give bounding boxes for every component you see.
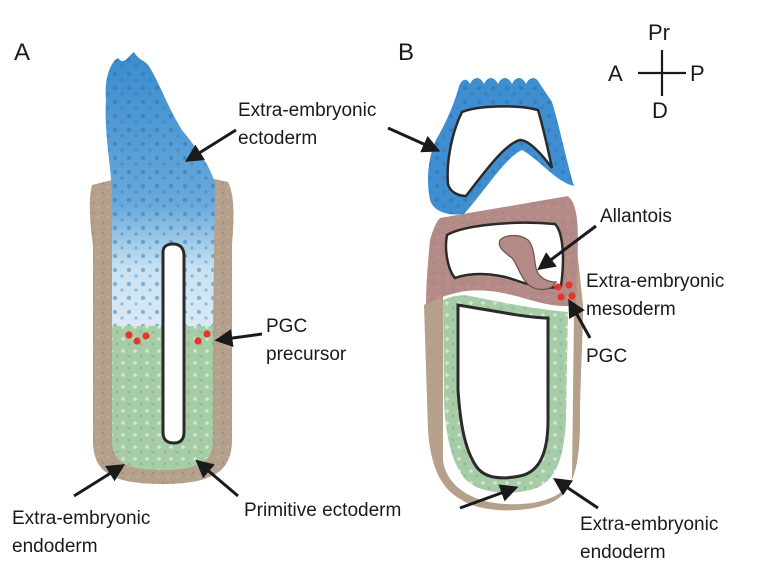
orientation-cross: Pr A P D <box>608 20 705 123</box>
label-pgc: PGC <box>586 346 627 367</box>
embryo-a <box>90 52 234 484</box>
label-extra-embryonic-mesoderm: Extra-embryonic mesoderm <box>586 271 730 320</box>
arrow-ectoderm-b <box>388 128 437 150</box>
label-primitive-ectoderm: Primitive ectoderm <box>244 500 401 521</box>
embryo-b <box>424 78 583 510</box>
label-extra-embryonic-endoderm-a: Extra-embryonic endoderm <box>12 508 156 557</box>
label-extra-embryonic-endoderm-a-line2: endoderm <box>12 536 98 557</box>
orientation-right-label: P <box>690 61 705 86</box>
embryo-b-amniotic-cavity <box>458 305 548 478</box>
label-pgc-precursor: PGC precursor <box>266 316 347 365</box>
label-extra-embryonic-ectoderm-line1: Extra-embryonic <box>238 100 376 121</box>
label-pgc-precursor-line1: PGC <box>266 316 307 337</box>
label-extra-embryonic-endoderm-a-line1: Extra-embryonic <box>12 508 150 529</box>
label-extra-embryonic-mesoderm-line1: Extra-embryonic <box>586 271 724 292</box>
label-extra-embryonic-endoderm-b-line2: endoderm <box>580 542 666 563</box>
embryo-a-proamniotic-cavity <box>163 244 184 443</box>
label-extra-embryonic-mesoderm-line2: mesoderm <box>586 299 676 320</box>
label-allantois: Allantois <box>600 206 672 227</box>
embryo-b-ectoplacental-cavity <box>448 106 552 196</box>
panel-label-b: B <box>398 39 414 66</box>
label-extra-embryonic-ectoderm: Extra-embryonic ectoderm <box>238 100 382 149</box>
orientation-bottom-label: D <box>652 98 668 123</box>
label-pgc-precursor-line2: precursor <box>266 344 347 365</box>
orientation-left-label: A <box>608 61 623 86</box>
arrow-endoderm-a <box>74 466 122 496</box>
orientation-top-label: Pr <box>648 20 670 45</box>
arrow-ectoderm-a <box>188 130 236 160</box>
label-extra-embryonic-endoderm-b-line1: Extra-embryonic <box>580 514 718 535</box>
panel-label-a: A <box>14 39 30 66</box>
label-extra-embryonic-ectoderm-line2: ectoderm <box>238 128 317 149</box>
label-extra-embryonic-endoderm-b: Extra-embryonic endoderm <box>580 514 724 563</box>
